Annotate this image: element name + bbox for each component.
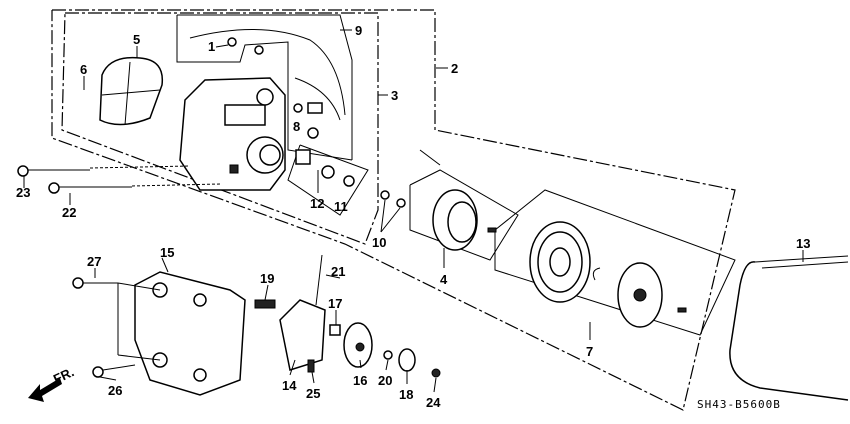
callout-10: 10 <box>372 235 386 250</box>
sensor-wire <box>189 29 346 116</box>
callout-6: 6 <box>80 62 87 77</box>
callout-14: 14 <box>282 378 297 393</box>
drive-belt <box>729 261 849 401</box>
shim <box>380 190 390 200</box>
callout-4: 4 <box>440 272 448 287</box>
front-label: FR. <box>51 364 76 386</box>
callout-13: 13 <box>796 236 810 251</box>
callout-19: 19 <box>260 271 274 286</box>
bolt-1 <box>227 37 237 47</box>
switch-8 <box>307 102 323 114</box>
callout-25: 25 <box>306 386 320 401</box>
idler-pulley <box>329 322 441 378</box>
circlip <box>307 127 319 139</box>
group-outline-1 <box>176 15 353 161</box>
callout-23: 23 <box>16 185 30 200</box>
callout-9: 9 <box>355 23 362 38</box>
pulley <box>529 221 687 328</box>
callout-17: 17 <box>328 296 342 311</box>
shaft-seal <box>295 149 311 165</box>
callout-15: 15 <box>160 245 174 260</box>
group-outline-9 <box>177 14 353 160</box>
callout-8: 8 <box>293 119 300 134</box>
gasket <box>99 56 164 126</box>
callout-2: 2 <box>451 61 458 76</box>
callout-26: 26 <box>108 383 122 398</box>
compressor <box>179 77 286 191</box>
callout-3: 3 <box>391 88 398 103</box>
compressor-bracket <box>134 257 246 396</box>
callout-7: 7 <box>586 344 593 359</box>
valve-fitting <box>254 45 264 55</box>
callout-20: 20 <box>378 373 392 388</box>
group-outline-2 <box>51 9 736 411</box>
callout-5: 5 <box>133 32 140 47</box>
bolt-27 <box>72 277 118 289</box>
bolt-26 <box>92 364 136 378</box>
callout-22: 22 <box>62 205 76 220</box>
callout-27: 27 <box>87 254 101 269</box>
diagram-code: SH43-B5600B <box>697 398 781 411</box>
callout-18: 18 <box>399 387 413 402</box>
bolt-23 <box>17 165 191 177</box>
group-outline-3 <box>61 12 379 245</box>
front-direction-arrow <box>28 378 62 402</box>
group-outline-7 <box>494 189 736 336</box>
thermo-wire <box>294 77 341 121</box>
seal-ring <box>321 165 335 179</box>
group-outline-4 <box>409 169 519 261</box>
callout-16: 16 <box>353 373 367 388</box>
tensioner-bracket <box>254 254 326 373</box>
callout-24: 24 <box>426 395 441 410</box>
snap-ring-11 <box>343 175 355 187</box>
shim <box>396 198 406 208</box>
bolt-22 <box>48 182 221 194</box>
o-ring-8 <box>293 103 303 113</box>
field-coil <box>419 149 497 251</box>
callout-12: 12 <box>310 196 324 211</box>
callout-21: 21 <box>331 264 345 279</box>
callout-1: 1 <box>208 39 215 54</box>
group-outline-12 <box>287 144 369 216</box>
callout-11: 11 <box>334 199 348 214</box>
